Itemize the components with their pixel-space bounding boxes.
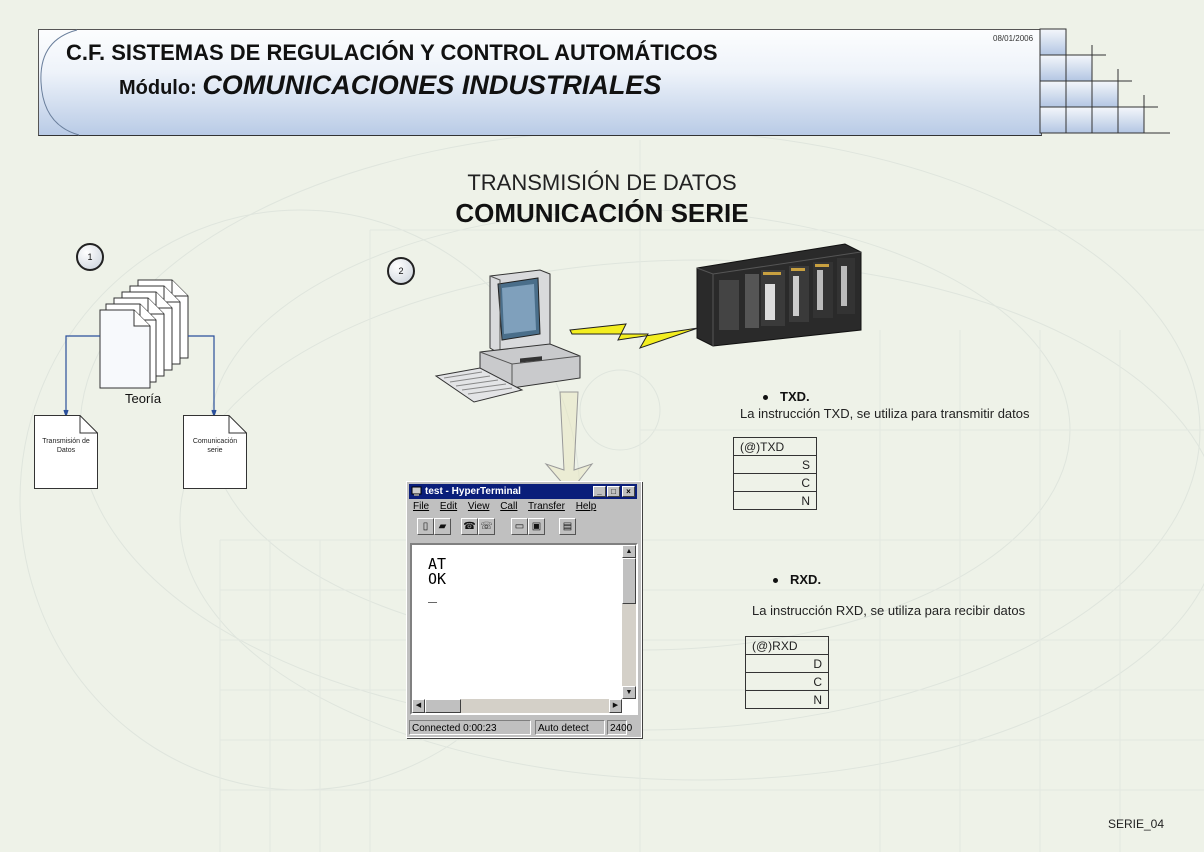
status-baud: 2400 [607,720,632,735]
menu-transfer[interactable]: Transfer [528,501,565,512]
hyperterminal-app-icon [411,486,422,496]
scroll-up-arrow-icon[interactable]: ▲ [622,545,636,558]
receive-file-icon[interactable]: ▣ [528,518,545,535]
step-1-badge: 1 [76,243,104,271]
horizontal-scrollbar[interactable]: ◀ ▶ [412,699,622,713]
maximize-button[interactable]: □ [607,486,620,497]
rxd-header-cell: (@)RXD [745,636,829,655]
section-title: COMUNICACIÓN SERIE [455,198,749,228]
document-icon [34,415,98,489]
menu-file[interactable]: File [413,501,430,512]
menu-bar: File Edit View Call Transfer Help [413,501,604,512]
rxd-operand-cell: N [745,690,829,709]
slide-code: SERIE_04 [1108,817,1165,831]
hyperterminal-window: test - HyperTerminal _ □ × File Edit Vie… [406,481,642,738]
menu-view[interactable]: View [467,501,490,512]
terminal-area[interactable]: AT OK _ ▲ ▼ ◀ ▶ [410,543,638,715]
open-folder-icon[interactable]: ▰ [434,518,451,535]
document-icon [183,415,247,489]
scroll-left-arrow-icon[interactable]: ◀ [412,699,425,713]
connect-phone-icon[interactable]: ☎ [461,518,478,535]
rxd-description: La instrucción RXD, se utiliza para reci… [752,603,1026,618]
bullet-dot [763,395,768,401]
window-title-bar[interactable]: test - HyperTerminal _ □ × [409,484,637,499]
document-stack-icon [99,279,189,389]
txd-operand-cell: S [733,455,817,474]
status-bar: Connected 0:00:23 Auto detect 2400 [409,720,639,736]
header-curve [40,29,80,136]
rxd-bullet: RXD. [773,572,821,587]
plc-device-icon [696,243,862,347]
module-name: COMUNICACIONES INDUSTRIALES [202,70,662,100]
status-connection: Connected 0:00:23 [409,720,531,735]
menu-edit[interactable]: Edit [439,501,458,512]
close-button[interactable]: × [622,486,635,497]
txd-header-cell: (@)TXD [733,437,817,456]
arrow-down-icon [544,391,594,493]
scroll-right-arrow-icon[interactable]: ▶ [609,699,622,713]
computer-icon [434,269,581,403]
txd-instruction-table: (@)TXD S C N [733,437,817,510]
bullet-dot [773,578,778,584]
rxd-operand-cell: C [745,672,829,691]
txd-operand-cell: N [733,491,817,510]
scroll-thumb[interactable] [622,558,636,604]
rxd-instruction-table: (@)RXD D C N [745,636,829,709]
rxd-name: RXD. [790,572,822,587]
section-subtitle: TRANSMISIÓN DE DATOS [467,170,737,195]
header-grid-decoration [1039,28,1170,134]
txd-bullet: TXD. [763,389,810,404]
scroll-down-arrow-icon[interactable]: ▼ [622,686,636,699]
txd-description: La instrucción TXD, se utiliza para tran… [740,406,1030,421]
step-2-badge: 2 [387,257,415,285]
disconnect-phone-icon[interactable]: ☏ [478,518,495,535]
vertical-scrollbar[interactable]: ▲ ▼ [622,545,636,699]
scroll-thumb-horizontal[interactable] [425,699,461,713]
status-detect: Auto detect [535,720,605,735]
properties-icon[interactable]: ▤ [559,518,576,535]
header-date: 08/01/2006 [993,34,1034,43]
module-label: Módulo: [119,77,197,99]
course-title: C.F. SISTEMAS DE REGULACIÓN Y CONTROL AU… [66,40,718,65]
terminal-output: AT OK _ [428,555,447,603]
serial-link-icon [569,323,699,349]
txd-operand-cell: C [733,473,817,492]
theory-label: Teoría [125,391,162,406]
send-file-icon[interactable]: ▭ [511,518,528,535]
rxd-operand-cell: D [745,654,829,673]
menu-help[interactable]: Help [575,501,597,512]
theory-connectors [63,335,217,418]
new-file-icon[interactable]: ▯ [417,518,434,535]
header-banner: C.F. SISTEMAS DE REGULACIÓN Y CONTROL AU… [38,29,1042,136]
txd-name: TXD. [780,389,810,404]
window-title: test - HyperTerminal [425,486,521,497]
minimize-button[interactable]: _ [593,486,606,497]
module-title: Módulo: COMUNICACIONES INDUSTRIALES [119,70,661,101]
menu-call[interactable]: Call [500,501,518,512]
